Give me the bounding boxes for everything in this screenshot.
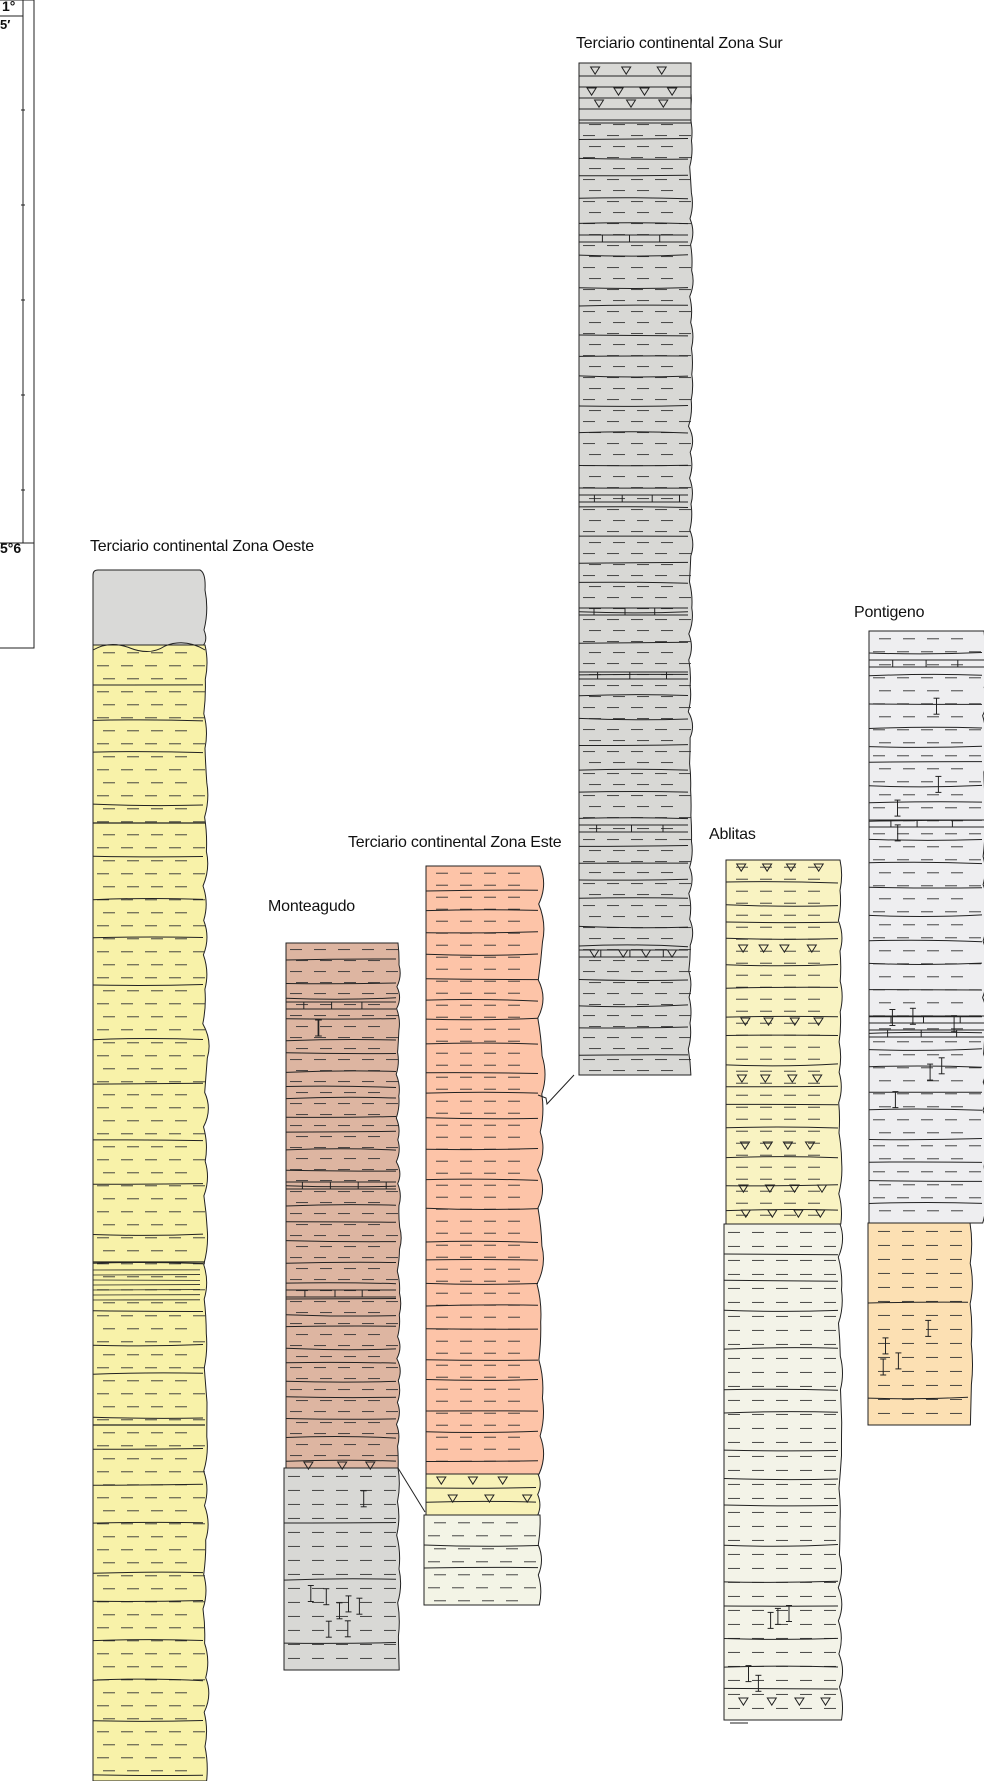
bedding-line xyxy=(426,1260,538,1261)
column-title-oeste: Terciario continental Zona Oeste xyxy=(90,538,314,556)
bedding-line xyxy=(286,1326,396,1327)
column-monteagudo xyxy=(284,943,401,1670)
unit-gypsiferous-clay xyxy=(868,1223,973,1425)
unit-outline xyxy=(869,631,984,1223)
column-title-pontigeno: Pontigeno xyxy=(854,604,924,622)
column-ablitas xyxy=(724,860,843,1723)
unit-outline xyxy=(726,860,842,1224)
map-label-mid: 5°6 xyxy=(0,540,21,556)
unit-outline xyxy=(424,1515,542,1605)
unit-sandstone-lutite xyxy=(93,645,209,1781)
unit-gypsum-top xyxy=(579,63,691,123)
bedding-line xyxy=(424,1567,538,1568)
unit-outline xyxy=(868,1223,973,1425)
unit-marl xyxy=(424,1515,542,1605)
bedding-line xyxy=(286,1019,396,1020)
bedding-line xyxy=(286,1299,396,1300)
unit-outline xyxy=(724,1224,843,1720)
bedding-line xyxy=(724,1688,838,1689)
column-oeste xyxy=(93,570,209,1781)
map-label-top-a: 1° xyxy=(2,0,15,14)
column-pontigeno xyxy=(868,631,984,1425)
bedding-line xyxy=(724,1254,838,1255)
unit-gypsum-breccia xyxy=(726,860,842,1224)
correlation-monteagudo-este xyxy=(398,1468,425,1512)
unit-outline xyxy=(93,645,209,1781)
unit-marl-limestone xyxy=(579,63,693,1075)
bedding-line xyxy=(579,674,688,675)
unit-outline xyxy=(284,1468,401,1670)
bedding-line xyxy=(579,465,688,466)
unit-limestone-marl-gypsum xyxy=(869,631,984,1223)
bedding-line xyxy=(726,1086,838,1087)
unit-marl-gypsum xyxy=(724,1224,843,1720)
map-label-top-b: 5′ xyxy=(0,17,10,32)
unit-lutite xyxy=(426,866,545,1474)
bedding-line xyxy=(286,1222,396,1223)
column-title-este: Terciario continental Zona Este xyxy=(348,834,561,852)
unit-lutite-limestone xyxy=(286,943,401,1468)
column-este xyxy=(424,866,545,1605)
unit-outline xyxy=(579,63,693,1075)
column-title-sur: Terciario continental Zona Sur xyxy=(576,35,783,53)
column-title-ablitas: Ablitas xyxy=(709,826,756,844)
column-title-monteagudo: Monteagudo xyxy=(268,898,355,916)
bedding-line xyxy=(726,922,838,923)
unit-gypsiferous-marl xyxy=(284,1468,401,1670)
bedding-line xyxy=(284,1523,396,1524)
unit-shale-cap xyxy=(93,570,207,650)
column-sur xyxy=(579,63,693,1075)
bedding-line xyxy=(579,898,688,899)
